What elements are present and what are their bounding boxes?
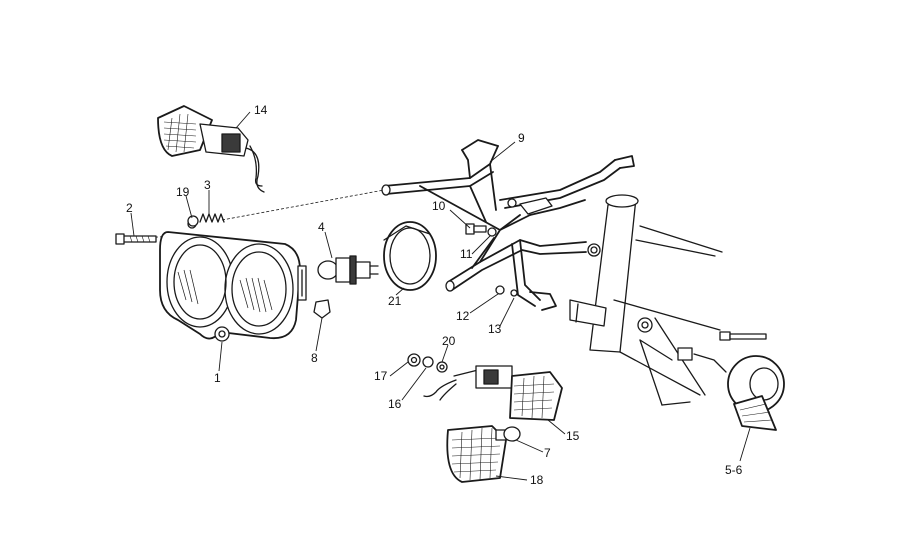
label-part-9: 9 [518, 131, 525, 145]
axis-line-upper [221, 189, 385, 221]
label-part-1: 1 [214, 371, 221, 385]
label-part-14: 14 [254, 103, 268, 117]
frame-head-tube [589, 194, 723, 406]
label-part-16: 16 [388, 397, 402, 411]
bulb-7 [495, 426, 521, 442]
label-part-7: 7 [544, 446, 551, 460]
label-part-8: 8 [311, 351, 318, 365]
leader-lines [130, 111, 751, 481]
screw-2 [115, 233, 157, 245]
bulb-4 [317, 255, 379, 285]
label-part-10: 10 [432, 199, 446, 213]
label-part-12: 12 [456, 309, 470, 323]
label-part-5-6: 5-6 [725, 463, 743, 477]
bolt-10 [465, 223, 497, 237]
label-part-13: 13 [488, 322, 502, 336]
rubber-cap-21 [383, 221, 437, 291]
bolt-12 [495, 285, 518, 297]
nut-19 [187, 215, 199, 227]
label-part-2: 2 [126, 201, 133, 215]
bulb-8 [313, 299, 331, 319]
label-part-19: 19 [176, 185, 190, 199]
part-labels: 1 2 3 4 5-6 7 8 9 10 11 12 13 14 15 16 1… [126, 103, 743, 487]
washer-20 [436, 361, 448, 373]
label-part-15: 15 [566, 429, 580, 443]
label-part-3: 3 [204, 178, 211, 192]
washer-16 [422, 356, 434, 368]
turn-signal-14 [157, 105, 265, 193]
label-part-20: 20 [442, 334, 456, 348]
label-part-17: 17 [374, 369, 388, 383]
label-part-11: 11 [460, 247, 473, 261]
turn-signal-15 [423, 365, 563, 421]
horn-5-6 [677, 331, 785, 431]
label-part-21: 21 [388, 294, 402, 308]
turn-signal-18 [446, 425, 507, 483]
headlight-housing [159, 219, 307, 342]
headlight-bracket [381, 139, 635, 327]
label-part-18: 18 [530, 473, 544, 487]
spring-3 [199, 213, 225, 223]
label-part-4: 4 [318, 220, 325, 234]
nut-17 [407, 353, 421, 367]
